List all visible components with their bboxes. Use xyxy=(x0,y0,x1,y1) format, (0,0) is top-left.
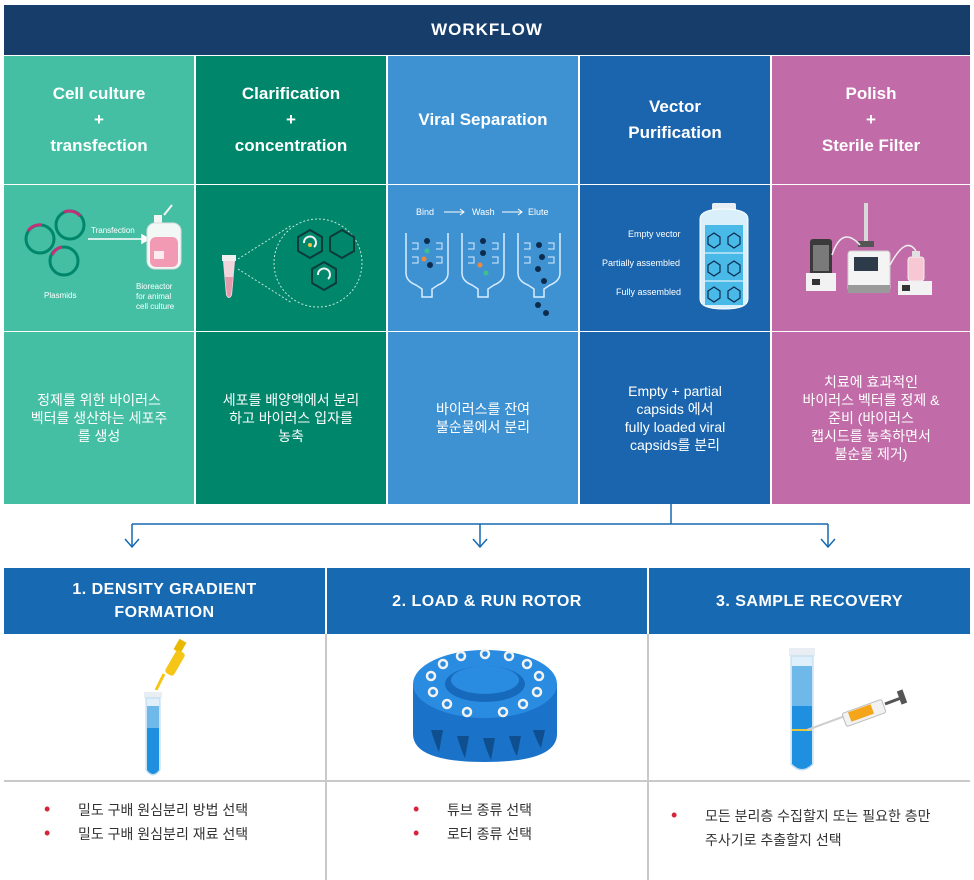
stage-title: Viral Separation xyxy=(388,56,578,184)
divider xyxy=(647,634,649,880)
stage-clarification: Clarification + concentration xyxy=(196,56,386,504)
step-bullets: •모든 분리층 수집할지 또는 필요한 층만 주사기로 추출할지 선택 xyxy=(649,804,970,852)
step-title: 3. SAMPLE RECOVERY xyxy=(649,568,970,634)
zoom-lines xyxy=(237,224,293,304)
stage-title: Cell culture + transfection xyxy=(4,56,194,184)
test-tube-icon xyxy=(789,648,815,771)
stage-polish: Polish + Sterile Filter xyxy=(772,56,970,504)
column-icon xyxy=(405,233,561,298)
list-item: •로터 종류 선택 xyxy=(413,823,533,843)
fully-assembled-label: Fully assembled xyxy=(616,287,681,297)
step-load-run-rotor: 2. LOAD & RUN ROTOR xyxy=(327,568,647,880)
list-item: •모든 분리층 수집할지 또는 필요한 층만 xyxy=(671,805,931,825)
list-item: •밀도 구배 원심분리 방법 선택 xyxy=(44,799,249,819)
divider xyxy=(4,780,970,782)
sample-recovery-illustration xyxy=(649,634,970,780)
centrifuge-tube-icon xyxy=(699,203,749,310)
stage-description: Empty + partial capsids 에서 fully loaded … xyxy=(580,332,770,504)
connector-arrows xyxy=(124,504,836,549)
arrow-down-icon xyxy=(820,538,836,549)
step-title: 2. LOAD & RUN ROTOR xyxy=(327,568,647,634)
cell-culture-illustration: Transfection Plasmids Bioreactor for ani… xyxy=(4,185,194,331)
capsid-icon xyxy=(707,232,741,303)
step-density-gradient: 1. DENSITY GRADIENT FORMATION •밀도 구배 원심분… xyxy=(4,568,325,880)
bind-label: Bind xyxy=(416,207,434,217)
zoom-circle xyxy=(273,218,363,308)
arrow-down-icon xyxy=(472,538,488,549)
step-bullets: •밀도 구배 원심분리 방법 선택 •밀도 구배 원심분리 재료 선택 xyxy=(4,798,325,846)
arrow-right-icon xyxy=(444,208,523,216)
list-item: •밀도 구배 원심분리 재료 선택 xyxy=(44,823,249,843)
arrow-right-icon xyxy=(88,233,151,245)
list-item: 주사기로 추출할지 선택 xyxy=(705,832,842,848)
bioreactor-label-line: Bioreactor xyxy=(136,282,173,291)
stage-title: Clarification + concentration xyxy=(196,56,386,184)
tube-icon xyxy=(222,255,236,298)
rotor-icon xyxy=(413,648,557,762)
step-bullets: •튜브 종류 선택 •로터 종류 선택 xyxy=(327,798,647,846)
polish-illustration xyxy=(772,185,970,331)
bioreactor-label-line: for animal xyxy=(136,292,171,301)
stage-title: Polish + Sterile Filter xyxy=(772,56,970,184)
arrow-down-icon xyxy=(124,538,140,549)
density-gradient-illustration xyxy=(4,634,325,780)
transfection-label: Transfection xyxy=(91,226,135,235)
syringe-icon xyxy=(806,689,908,731)
bioreactor-icon xyxy=(146,204,182,270)
filtration-system-icon xyxy=(806,203,932,295)
stage-vector-purification: Vector Purification Empty vector Partial… xyxy=(580,56,770,504)
stage-description: 치료에 효과적인 바이러스 벡터를 정제 & 준비 (바이러스 캡시드를 농축하… xyxy=(772,332,970,504)
stage-description: 바이러스를 잔여 불순물에서 분리 xyxy=(388,332,578,504)
bioreactor-label-line: cell culture xyxy=(136,302,175,311)
vector-purification-illustration: Empty vector Partially assembled Fully a… xyxy=(580,185,770,331)
plasmid-icon xyxy=(24,209,86,277)
divider xyxy=(325,634,327,880)
step-title: 1. DENSITY GRADIENT FORMATION xyxy=(4,568,325,634)
particle-dots xyxy=(421,238,549,316)
elute-label: Elute xyxy=(528,207,549,217)
viral-separation-illustration: Bind Wash Elute xyxy=(388,185,578,331)
capsid-icon xyxy=(297,228,355,292)
pipette-icon xyxy=(154,638,187,691)
list-item: •튜브 종류 선택 xyxy=(413,799,533,819)
centrifugation-steps: 1. DENSITY GRADIENT FORMATION •밀도 구배 원심분… xyxy=(4,568,970,880)
step-sample-recovery: 3. SAMPLE RECOVERY xyxy=(649,568,970,880)
clarification-illustration xyxy=(196,185,386,331)
stage-cell-culture: Cell culture + transfection xyxy=(4,56,194,504)
stage-description: 정제를 위한 바이러스 벡터를 생산하는 세포주 를 생성 xyxy=(4,332,194,504)
empty-vector-label: Empty vector xyxy=(628,229,681,239)
stage-description: 세포를 배양액에서 분리 하고 바이러스 입자를 농축 xyxy=(196,332,386,504)
test-tube-icon xyxy=(144,692,162,776)
plasmids-label: Plasmids xyxy=(44,291,76,300)
stage-viral-separation: Viral Separation Bind Wash Elute xyxy=(388,56,578,504)
wash-label: Wash xyxy=(472,207,495,217)
stage-title: Vector Purification xyxy=(580,56,770,184)
partially-assembled-label: Partially assembled xyxy=(602,258,680,268)
workflow-banner: WORKFLOW xyxy=(4,5,970,55)
rotor-illustration xyxy=(327,634,647,780)
workflow-title: WORKFLOW xyxy=(431,20,543,39)
